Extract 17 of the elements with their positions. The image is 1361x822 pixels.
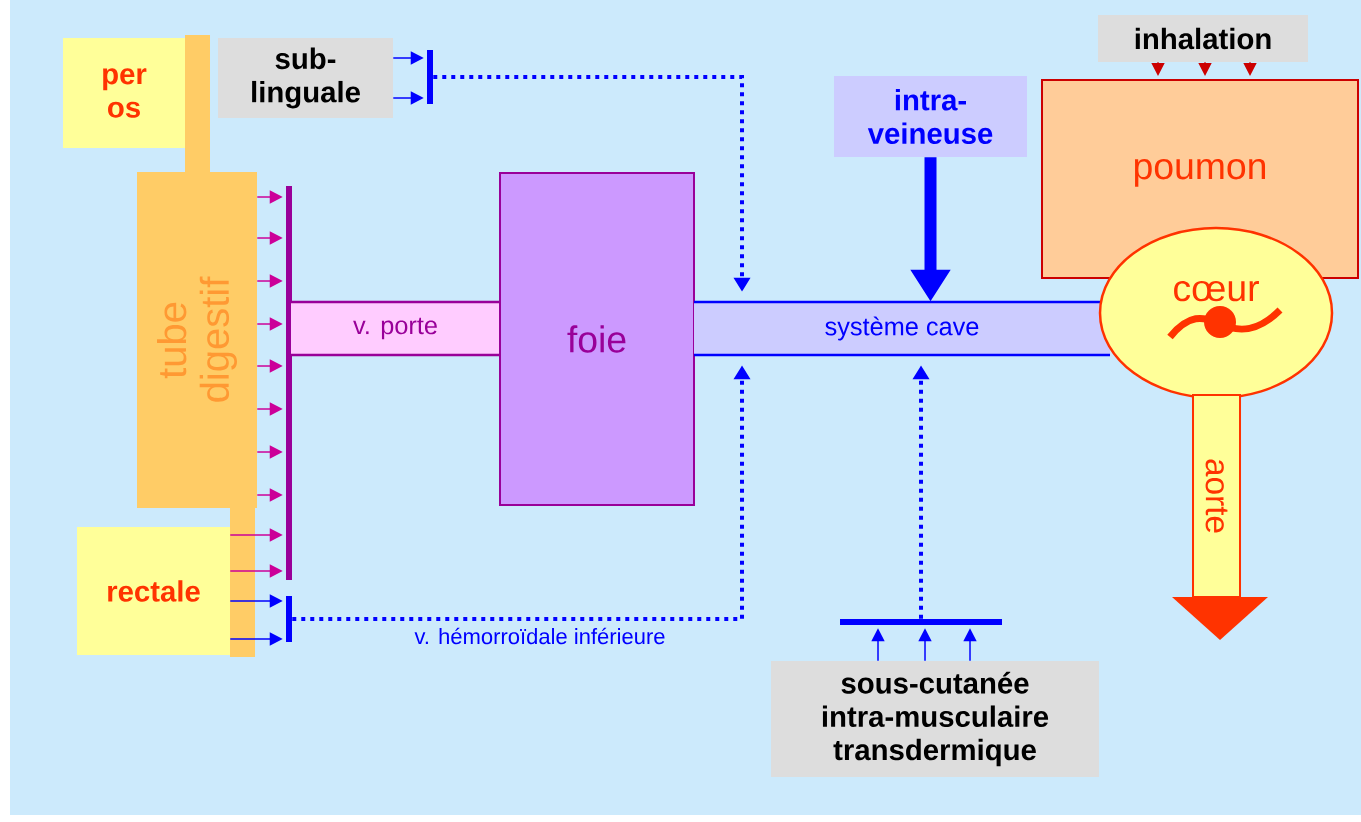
route-box: intra-veineuse [834,76,1027,157]
route-box: rectale [77,527,230,655]
arrow [1198,61,1212,76]
arrow [1243,61,1257,76]
route-box: inhalation [1098,15,1308,62]
edge-label: v. hémorroïdale inférieure [413,626,667,646]
entry-bar [840,619,1002,625]
arrow [1151,61,1165,76]
vessel-band: v. porte [291,300,500,357]
vessel-band: système cave [694,300,1110,357]
entry-bar [286,186,292,580]
entry-bar [286,596,292,642]
entry-bar [427,50,433,104]
organ-box: foie [499,172,695,506]
route-box: sous-cutanée intra-musculaire transdermique [771,661,1099,777]
route-box: per os [63,38,185,148]
route-box: sub-linguale [218,38,393,118]
